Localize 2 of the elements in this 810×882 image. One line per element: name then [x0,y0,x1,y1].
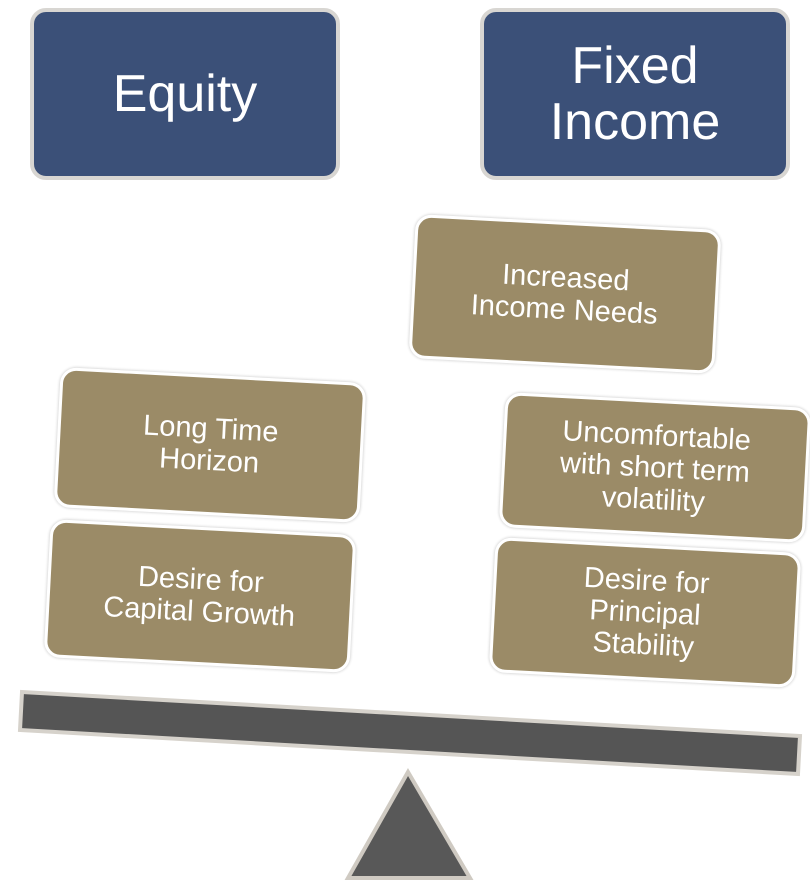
category-box: Fixed Income [480,8,790,180]
category-box: Equity [30,8,340,180]
